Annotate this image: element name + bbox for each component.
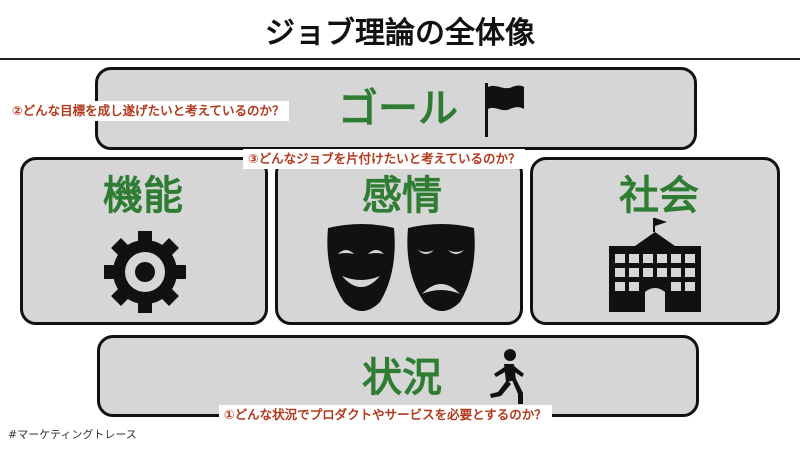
theater-masks-icon [327, 224, 475, 311]
goal-label: ゴール [338, 86, 458, 132]
job-question-callout: ③どんなジョブを片付けたいと考えているのか？ [243, 149, 526, 169]
situation-question-callout: ①どんな状況でプロダクトやサービスを必要とするのか？ [219, 405, 552, 425]
social-box: 社会 [530, 157, 780, 325]
function-label: 機能 [103, 173, 183, 219]
school-building-icon [609, 218, 701, 312]
footer-hashtag: #マーケティングトレース [8, 428, 137, 441]
running-person-icon [490, 349, 524, 404]
goal-question-callout: ②どんな目標を成し遂げたいと考えているのか？ [7, 101, 290, 121]
gear-icon [104, 231, 186, 313]
situation-label: 状況 [362, 355, 442, 401]
social-label: 社会 [619, 173, 699, 219]
page-title: ジョブ理論の全体像 [265, 16, 535, 51]
emotion-box: 感情 [275, 157, 523, 325]
title-divider [0, 58, 800, 60]
flag-icon [485, 83, 524, 137]
function-box: 機能 [20, 157, 268, 325]
emotion-label: 感情 [362, 173, 442, 219]
